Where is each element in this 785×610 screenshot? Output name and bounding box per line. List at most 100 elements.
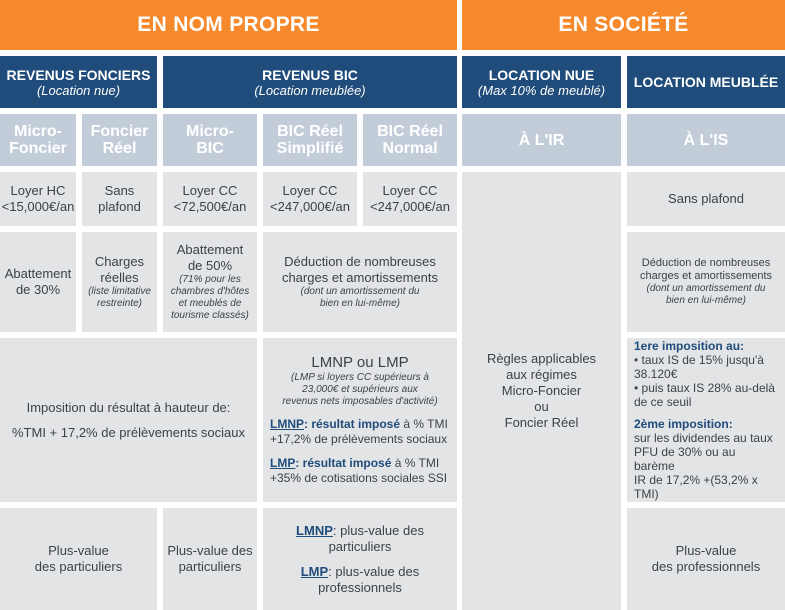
imposition-is-first-title: 1ere imposition au: (634, 339, 745, 353)
imposition-bic-reel-note3: revenus nets imposables d'activité) (282, 396, 438, 407)
imposition-lmp-rest2: +35% de cotisations sociales SSI (270, 471, 448, 485)
charges-bic-reel-note1: (dont un amortissement du (300, 286, 420, 297)
charges-bic-reel: Déduction de nombreuses charges et amort… (263, 232, 457, 332)
plusvalue-foncier-line2: des particuliers (34, 559, 123, 574)
imposition-is-first-l1: • taux IS de 15% jusqu'à (634, 353, 764, 367)
regime-micro-foncier-line1: Micro- (14, 123, 62, 140)
plafond-micro-bic: Loyer CC <72,500€/an (163, 172, 257, 226)
imposition-is-first-l3: • puis taux IS 28% au-delà (634, 381, 775, 395)
section-revenus-bic: REVENUS BIC (Location meublée) (163, 56, 457, 108)
plusvalue-foncier-line1: Plus-value (48, 543, 109, 558)
regime-bic-simplifie-line1: BIC Réel (277, 123, 343, 140)
imposition-is-second-l3: IR de 17,2% +(53,2% x TMI) (634, 473, 758, 501)
charges-foncier-reel-line1: Charges (94, 254, 145, 269)
plusvalue-lmnp-label: LMNP (296, 522, 333, 538)
section-revenus-fonciers-subtitle: (Location nue) (36, 82, 121, 98)
imposition-lmp-label: LMP (270, 456, 296, 470)
ir-rules-line3: Micro-Foncier (501, 383, 582, 398)
plusvalue-lmp-l1: : plus-value des (328, 563, 420, 579)
section-location-nue-subtitle: (Max 10% de meublé) (477, 82, 606, 98)
plafond-bic-simplifie: Loyer CC <247,000€/an (263, 172, 357, 226)
imposition-micro-line1: Imposition du résultat à hauteur de: (26, 399, 231, 415)
plafond-micro-foncier-line1: Loyer HC (10, 183, 66, 198)
regime-bic-normal-line2: Normal (382, 140, 438, 157)
plusvalue-foncier: Plus-value des particuliers (0, 508, 157, 610)
charges-bic-reel-note2: bien en lui-même) (319, 298, 401, 309)
regime-ir: À L'IR (462, 114, 621, 166)
imposition-lmp-rest1: à % TMI (391, 456, 440, 470)
imposition-bic-reel-note2: 23,000€ et supérieurs aux (302, 384, 418, 395)
section-location-meublee-title: LOCATION MEUBLÉE (633, 74, 779, 90)
imposition-lmp-block: LMP: résultat imposé à % TMI +35% de cot… (263, 456, 457, 486)
imposition-is: 1ere imposition au: • taux IS de 15% jus… (627, 338, 785, 502)
regime-ir-label: À L'IR (518, 131, 565, 149)
imposition-lmnp-rest1: à % TMI (400, 417, 448, 431)
regime-foncier-reel-line2: Réel (102, 140, 137, 157)
charges-is-note1: (dont un amortissement du (646, 283, 766, 294)
plusvalue-lmp-label: LMP (300, 563, 329, 579)
plusvalue-is-line2: des professionnels (651, 559, 761, 574)
header-en-nom-propre-label: EN NOM PROPRE (137, 13, 320, 36)
regime-micro-bic-line2: BIC (196, 140, 224, 157)
imposition-is-second-l2: PFU de 30% ou au barème (634, 445, 736, 473)
charges-bic-reel-line2: charges et amortissements (281, 270, 439, 285)
regime-micro-foncier: Micro- Foncier (0, 114, 76, 166)
plafond-bic-normal: Loyer CC <247,000€/an (363, 172, 457, 226)
plafond-bic-simplifie-line2: <247,000€/an (270, 199, 350, 214)
charges-is-line1: Déduction de nombreuses (641, 257, 771, 269)
header-en-nom-propre: EN NOM PROPRE (0, 0, 457, 50)
charges-is-note2: bien en lui-même) (665, 295, 747, 306)
section-location-nue: LOCATION NUE (Max 10% de meublé) (462, 56, 621, 108)
charges-foncier-reel: Charges réelles (liste limitative restre… (82, 232, 157, 332)
regime-bic-normal-line1: BIC Réel (377, 123, 443, 140)
plafond-micro-bic-line2: <72,500€/an (173, 199, 247, 214)
ir-rules-line5: Foncier Réel (504, 415, 579, 430)
ir-rules-line4: ou (534, 399, 549, 414)
plusvalue-is-line1: Plus-value (675, 543, 737, 558)
plusvalue-is: Plus-value des professionnels (627, 508, 785, 610)
regime-is-label: À L'IS (683, 131, 729, 149)
charges-micro-bic-note2: chambres d'hôtes (170, 286, 250, 297)
charges-bic-reel-line1: Déduction de nombreuses (284, 254, 436, 269)
plafond-micro-foncier-line2: <15,000€/an (1, 199, 75, 214)
header-en-societe: EN SOCIÉTÉ (462, 0, 785, 50)
charges-micro-bic-line2: de 50% (187, 258, 233, 273)
regime-micro-foncier-line2: Foncier (9, 140, 67, 157)
plusvalue-micro-bic-line2: particuliers (178, 559, 242, 574)
imposition-bic-reel-title: LMNP ou LMP (311, 354, 409, 371)
ir-rules-line1: Règles applicables (486, 351, 597, 366)
ir-rules-cell: Règles applicables aux régimes Micro-Fon… (462, 172, 621, 610)
plafond-micro-foncier: Loyer HC <15,000€/an (0, 172, 76, 226)
plusvalue-lmnp-l2: particuliers (328, 538, 392, 554)
imposition-micro: Imposition du résultat à hauteur de: %TM… (0, 338, 257, 502)
regime-micro-bic-line1: Micro- (186, 123, 234, 140)
charges-foncier-reel-note2: restreinte) (96, 298, 142, 309)
charges-micro-bic-note1: (71% pour les (179, 274, 241, 285)
regime-micro-bic: Micro- BIC (163, 114, 257, 166)
charges-foncier-reel-line2: réelles (100, 270, 139, 285)
imposition-bic-reel-note1: (LMP si loyers CC supérieurs à (290, 372, 429, 383)
plafond-is-label: Sans plafond (668, 191, 744, 206)
plusvalue-micro-bic: Plus-value des particuliers (163, 508, 257, 610)
charges-micro-bic: Abattement de 50% (71% pour les chambres… (163, 232, 257, 332)
plusvalue-lmnp-l1: : plus-value des (332, 522, 424, 538)
regime-bic-normal: BIC Réel Normal (363, 114, 457, 166)
regime-foncier-reel-line1: Foncier (90, 123, 149, 140)
imposition-lmnp-rest2: +17,2% de prélèvements sociaux (270, 432, 448, 446)
charges-foncier-reel-note1: (liste limitative (88, 286, 151, 297)
plusvalue-micro-bic-line1: Plus-value des (167, 543, 253, 558)
section-revenus-bic-subtitle: (Location meublée) (254, 82, 366, 98)
plusvalue-lmp-l2: professionnels (318, 579, 402, 595)
charges-micro-bic-note4: tourisme classés) (171, 310, 249, 321)
charges-micro-foncier: Abattement de 30% (0, 232, 76, 332)
plafond-foncier-reel-line1: Sans (104, 183, 135, 198)
imposition-lmnp-bold: : résultat imposé (304, 417, 401, 431)
imposition-is-first-l4: de ce seuil (634, 395, 692, 409)
section-revenus-fonciers-title: REVENUS FONCIERS (6, 66, 151, 83)
plafond-bic-normal-line2: <247,000€/an (370, 199, 450, 214)
charges-is: Déduction de nombreuses charges et amort… (627, 232, 785, 332)
charges-micro-foncier-line1: Abattement (4, 266, 72, 281)
imposition-is-second-l1: sur les dividendes au taux (634, 431, 773, 445)
plafond-micro-bic-line1: Loyer CC (182, 183, 238, 198)
imposition-is-second-title: 2ème imposition: (634, 417, 733, 431)
